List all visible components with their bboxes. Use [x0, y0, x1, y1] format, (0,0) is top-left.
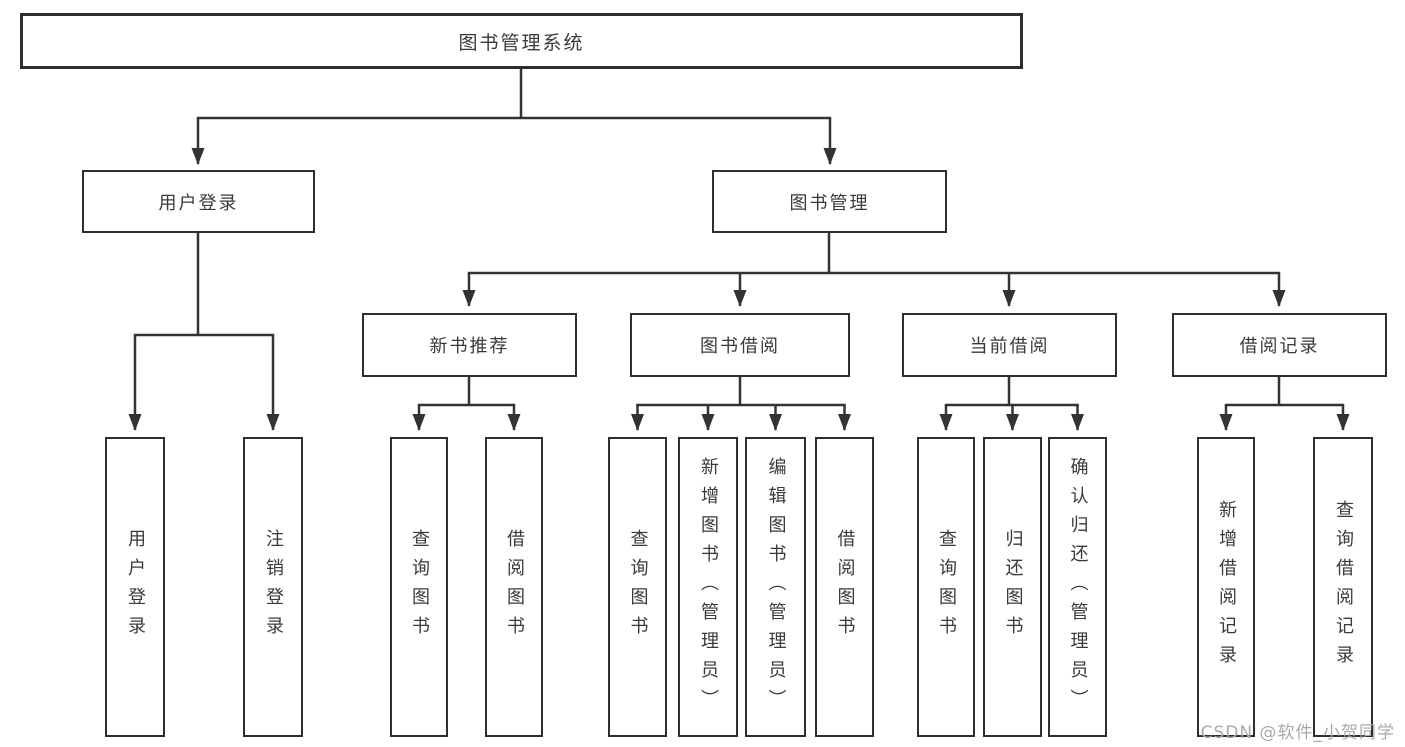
leaf-bb-query-books-label: 查询图书	[627, 529, 649, 645]
node-root-library-system: 图书管理系统	[20, 13, 1023, 69]
node-book-management: 图书管理	[712, 170, 947, 233]
leaf-bb-edit-books-admin-label: 编辑图书（管理员）	[765, 456, 787, 718]
leaf-cb-query-books-label: 查询图书	[936, 529, 957, 645]
edges-borrow-records-to-leaves	[1219, 377, 1350, 431]
leaf-user-login: 用户登录	[105, 437, 165, 737]
leaf-br-query-record-label: 查询借阅记录	[1333, 500, 1354, 674]
leaf-logout-label: 注销登录	[263, 529, 284, 645]
leaf-nbr-borrow-books-label: 借阅图书	[504, 529, 525, 645]
leaf-br-add-record: 新增借阅记录	[1197, 437, 1255, 737]
leaf-cb-confirm-return-admin-label: 确认归还（管理员）	[1067, 456, 1089, 718]
leaf-bb-query-books: 查询图书	[608, 437, 667, 737]
leaf-user-login-label: 用户登录	[125, 529, 146, 645]
edges-user-login-to-leaves	[128, 233, 280, 431]
leaf-nbr-borrow-books: 借阅图书	[485, 437, 543, 737]
leaf-bb-add-books-admin-label: 新增图书（管理员）	[698, 456, 719, 718]
leaf-nbr-query-books: 查询图书	[390, 437, 448, 737]
leaf-cb-query-books: 查询图书	[917, 437, 975, 737]
node-book-borrow: 图书借阅	[630, 313, 850, 377]
node-user-login: 用户登录	[82, 170, 315, 233]
leaf-bb-add-books-admin: 新增图书（管理员）	[678, 437, 738, 737]
leaf-bb-edit-books-admin: 编辑图书（管理员）	[745, 437, 806, 737]
leaf-cb-return-books-label: 归还图书	[1002, 529, 1024, 645]
csdn-watermark: CSDN @软件_小贺同学	[1200, 723, 1395, 743]
edges-book-borrow-to-leaves	[631, 377, 851, 431]
node-current-borrow: 当前借阅	[902, 313, 1117, 377]
leaf-nbr-query-books-label: 查询图书	[409, 529, 430, 645]
leaf-cb-return-books: 归还图书	[983, 437, 1042, 737]
node-borrow-records: 借阅记录	[1172, 313, 1387, 377]
leaf-br-add-record-label: 新增借阅记录	[1216, 500, 1237, 674]
leaf-br-query-record: 查询借阅记录	[1313, 437, 1373, 737]
edges-current-borrow-to-leaves	[939, 377, 1084, 431]
edges-root-to-level2	[191, 69, 837, 165]
leaf-bb-borrow-books-label: 借阅图书	[834, 529, 856, 645]
edges-book-mgmt-to-level3	[462, 233, 1286, 307]
node-new-book-recommend: 新书推荐	[362, 313, 577, 377]
leaf-cb-confirm-return-admin: 确认归还（管理员）	[1048, 437, 1107, 737]
edges-new-book-recommend-to-leaves	[412, 377, 521, 431]
leaf-logout: 注销登录	[243, 437, 303, 737]
leaf-bb-borrow-books: 借阅图书	[815, 437, 874, 737]
